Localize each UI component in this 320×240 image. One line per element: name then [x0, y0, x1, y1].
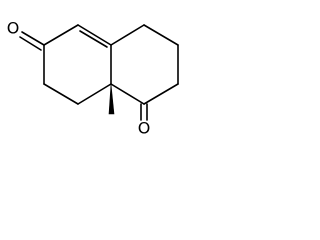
bond-c4a-c4 [110, 24, 145, 46]
bond-c6-c5 [43, 24, 79, 46]
bond-c6-o1 [21, 31, 45, 46]
bond-c4-c3 [143, 24, 179, 46]
stereo-methyl-wedge [108, 83, 115, 115]
bond-c5-c4a [77, 24, 112, 46]
bond-c1-c8a [110, 83, 145, 105]
bond-c5-c4a-inner [79, 30, 108, 48]
atom-o1-label: O [7, 19, 20, 38]
bond-c8-c7 [43, 83, 79, 105]
bond-c8a-c8 [77, 83, 112, 105]
bond-c2-c1 [143, 83, 179, 105]
molecule-structure: O O [7, 19, 179, 138]
bond-c6-o1-second [19, 36, 42, 51]
atom-o2-label: O [138, 119, 151, 138]
